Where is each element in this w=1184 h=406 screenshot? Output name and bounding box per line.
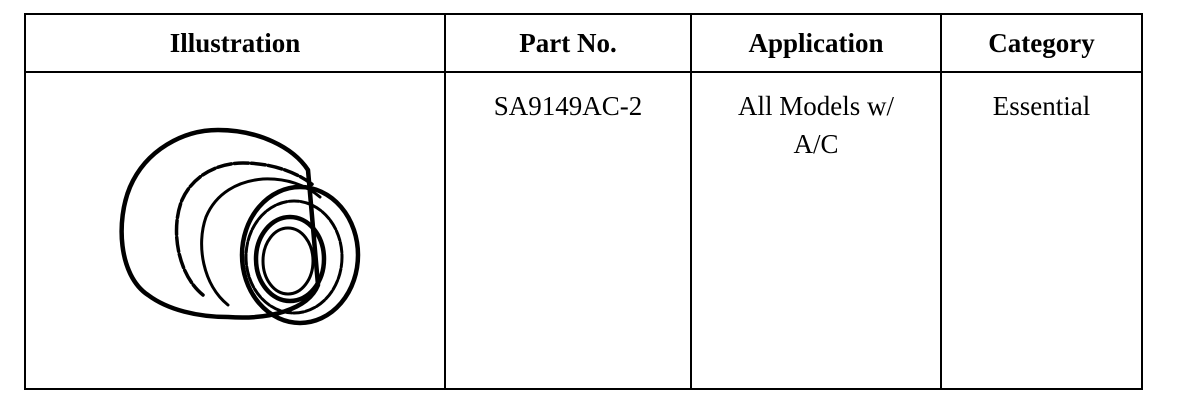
column-header-part-no: Part No. [444, 13, 692, 73]
table-row: SA9149AC-2 All Models w/ A/C Essential [24, 71, 1143, 390]
table-header-row: Illustration Part No. Application Catego… [24, 13, 1143, 73]
category-value: Essential [992, 91, 1091, 121]
column-header-illustration: Illustration [24, 13, 446, 73]
parts-table: Illustration Part No. Application Catego… [24, 13, 1143, 390]
category-cell: Essential [940, 71, 1143, 390]
application-cell: All Models w/ A/C [690, 71, 942, 390]
part-no-cell: SA9149AC-2 [444, 71, 692, 390]
fitting-part-icon [119, 127, 361, 326]
illustration-cell [24, 71, 446, 390]
part-number: SA9149AC-2 [493, 91, 643, 121]
column-header-application: Application [690, 13, 942, 73]
column-header-category: Category [940, 13, 1143, 73]
application-line-1: All Models w/ [737, 91, 894, 121]
application-line-2: A/C [793, 129, 839, 159]
